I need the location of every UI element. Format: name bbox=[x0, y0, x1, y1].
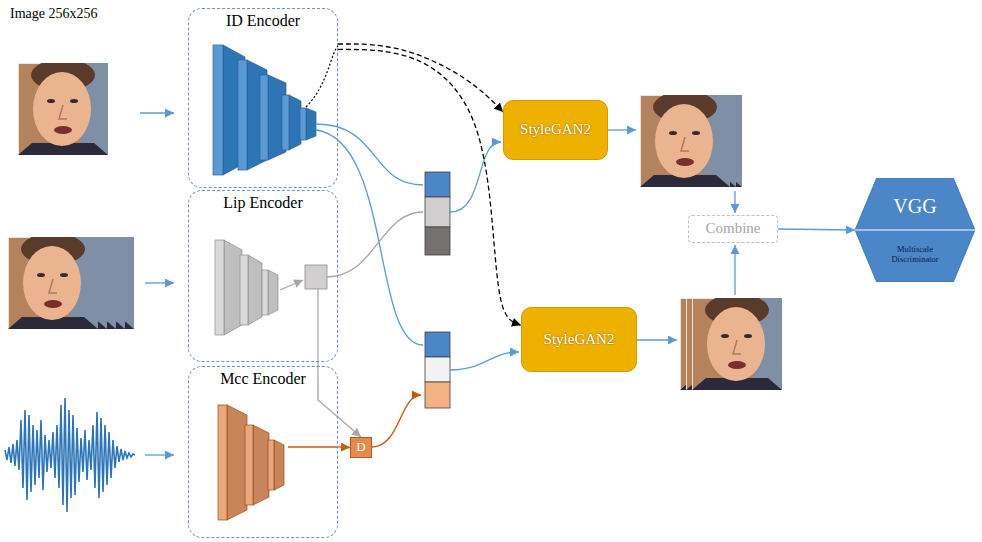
generator-label: StyleGAN2 bbox=[520, 121, 591, 138]
feature-line bbox=[316, 130, 423, 345]
vector-segment bbox=[425, 172, 450, 197]
input-arrow bbox=[145, 282, 174, 283]
vector-segment bbox=[425, 227, 450, 255]
conv-block-front bbox=[218, 405, 227, 520]
connector-arrow bbox=[338, 49, 521, 325]
output-face-image bbox=[692, 294, 782, 390]
conv-block-front bbox=[213, 45, 223, 175]
hexagon-shape bbox=[855, 178, 975, 282]
feature-arrow bbox=[280, 280, 303, 290]
generator-box: StyleGAN2 bbox=[521, 307, 637, 372]
block-label: D bbox=[356, 440, 365, 455]
combine-label: Combine bbox=[706, 220, 761, 237]
generator-box: StyleGAN2 bbox=[503, 100, 608, 160]
conv-block-side bbox=[248, 255, 262, 325]
lip-conv-blocks bbox=[215, 240, 278, 335]
vector-segment bbox=[425, 332, 450, 357]
connector-arrow bbox=[318, 362, 361, 437]
feature-line bbox=[288, 446, 338, 447]
mcc-conv-blocks bbox=[218, 405, 284, 520]
output-face-image bbox=[640, 91, 730, 187]
divider-line bbox=[855, 230, 975, 231]
feature-line bbox=[316, 124, 423, 185]
conv-block-front bbox=[240, 255, 248, 325]
conv-block-side bbox=[289, 95, 301, 150]
encoder-title: ID Encoder bbox=[226, 12, 300, 30]
conv-block-front bbox=[262, 270, 268, 315]
discriminator-hexagon: VGG Multiscale Discriminator bbox=[855, 178, 975, 282]
vector-segment bbox=[425, 357, 450, 382]
conv-block-side bbox=[247, 60, 267, 170]
feature-arrow bbox=[372, 395, 421, 447]
id-conv-blocks bbox=[213, 45, 316, 175]
d-block: D bbox=[350, 437, 372, 458]
connector-arrow bbox=[338, 44, 503, 112]
conv-block-front bbox=[268, 440, 274, 490]
conv-block-side bbox=[253, 425, 269, 505]
discriminator-title: VGG bbox=[893, 195, 936, 218]
connector-arrow bbox=[778, 229, 855, 230]
latent-vector bbox=[425, 332, 450, 408]
encoder-box: ID Encoder bbox=[188, 8, 338, 188]
latent-arrow bbox=[450, 352, 519, 370]
input-arrow bbox=[145, 454, 174, 455]
connector-arrow bbox=[338, 446, 350, 448]
conv-block-side bbox=[227, 405, 247, 520]
encoder-box: Mcc Encoder bbox=[188, 366, 338, 538]
input-face-image bbox=[18, 59, 108, 155]
combine-box: Combine bbox=[688, 215, 778, 243]
conv-block-side bbox=[306, 108, 316, 140]
lip-feature bbox=[305, 265, 327, 289]
conv-block-side bbox=[268, 270, 278, 315]
conv-block-front bbox=[238, 60, 247, 170]
generator-label: StyleGAN2 bbox=[544, 331, 615, 348]
skip-connection bbox=[306, 46, 338, 107]
encoder-title: Lip Encoder bbox=[223, 194, 303, 212]
frame-image bbox=[8, 233, 98, 329]
input-arrow bbox=[140, 112, 174, 113]
latent-vector bbox=[425, 172, 450, 255]
conv-block-front bbox=[300, 108, 306, 140]
hexagon-fill bbox=[855, 178, 975, 282]
conv-block-side bbox=[274, 440, 284, 490]
conv-block-front bbox=[260, 75, 268, 160]
image-size-label: Image 256x256 bbox=[10, 6, 97, 22]
conv-block-front bbox=[245, 425, 253, 505]
conv-block-front bbox=[215, 240, 224, 335]
feature-line bbox=[327, 212, 423, 277]
encoder-title: Mcc Encoder bbox=[220, 370, 306, 388]
encoder-box: Lip Encoder bbox=[188, 190, 338, 362]
audio-waveform bbox=[5, 398, 135, 512]
conv-block-front bbox=[282, 95, 289, 150]
feature-line bbox=[317, 289, 318, 362]
combine-arrow bbox=[734, 191, 735, 213]
output-arrow bbox=[608, 129, 636, 130]
combine-arrow bbox=[734, 245, 735, 295]
vector-segment bbox=[425, 197, 450, 227]
output-arrow bbox=[637, 339, 677, 340]
conv-block-side bbox=[224, 240, 242, 335]
latent-arrow bbox=[450, 142, 501, 212]
vector-segment bbox=[425, 382, 450, 408]
discriminator-subtitle: Multiscale Discriminator bbox=[879, 245, 951, 265]
